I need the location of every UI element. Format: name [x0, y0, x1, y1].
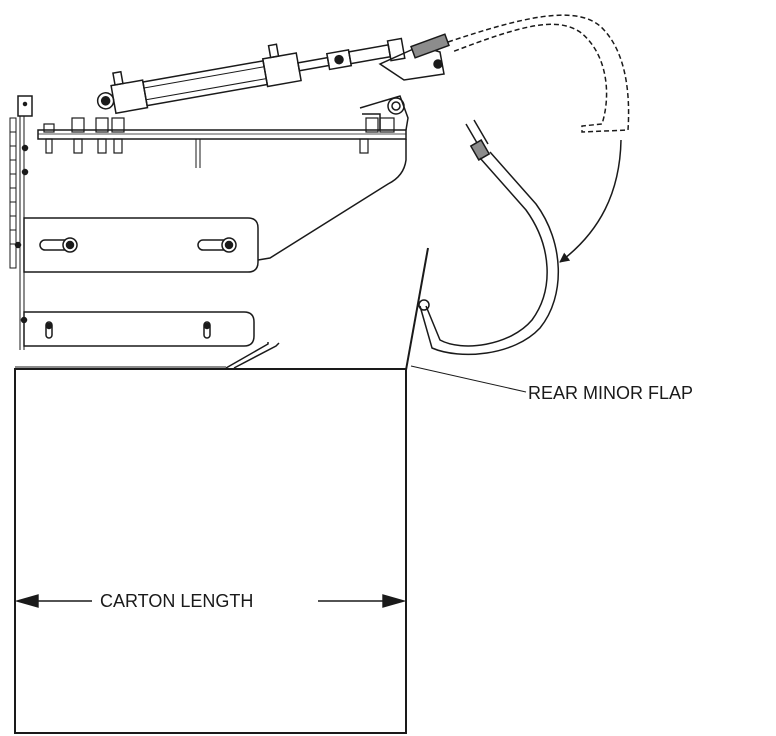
front-flap — [225, 342, 280, 369]
carton — [14, 366, 407, 734]
plow-rod — [418, 119, 559, 356]
carton-length-dimension — [14, 594, 407, 608]
mount-plate-lower — [23, 311, 255, 347]
dimension-arrow-right-icon — [382, 594, 407, 608]
plow-frame — [9, 95, 409, 350]
plow-retracted-outline — [447, 14, 630, 133]
mount-plate-upper — [23, 217, 259, 273]
carton-length-label: CARTON LENGTH — [98, 591, 256, 611]
swing-arrow — [559, 139, 622, 263]
rear-minor-flap — [405, 247, 527, 393]
rear-flap-leader-line — [410, 365, 527, 393]
dimension-arrow-left-icon — [14, 594, 39, 608]
rail-bolts — [43, 117, 395, 154]
rear-minor-flap-label: REAR MINOR FLAP — [528, 383, 694, 403]
air-cylinder — [96, 37, 406, 115]
plow-linkage — [378, 33, 450, 81]
carton-body — [14, 368, 407, 734]
